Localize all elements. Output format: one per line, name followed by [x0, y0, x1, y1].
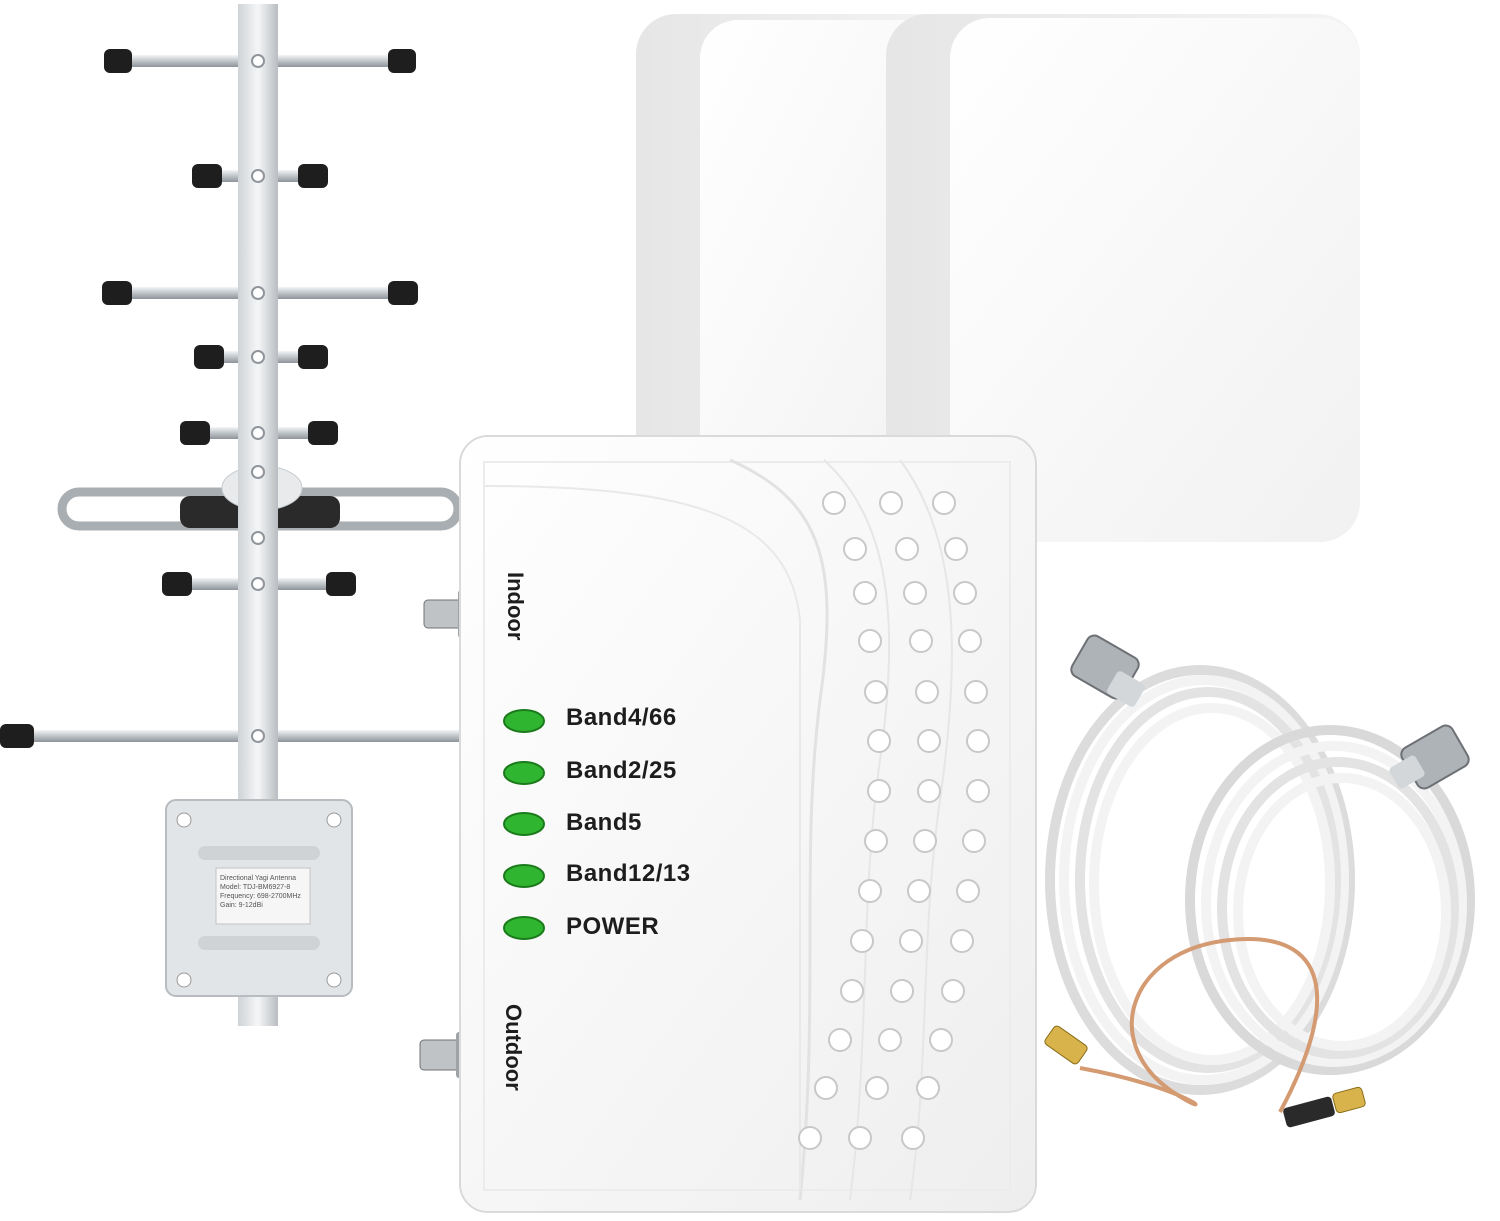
yagi-sticker-line3: Frequency: 698-2700MHz	[220, 893, 301, 900]
panel-antenna-right	[886, 14, 1360, 542]
yagi-sticker-line1: Directional Yagi Antenna	[220, 875, 297, 882]
yagi-sticker-line4: Gain: 9-12dBi	[220, 902, 263, 909]
indicator-label-band5: Band5	[566, 809, 642, 836]
led-band12-13	[503, 864, 545, 888]
indicator-label-band2-25: Band2/25	[566, 757, 677, 784]
vent-holes	[798, 491, 990, 1150]
n-connector-1	[1070, 634, 1145, 707]
port-label-outdoor: Outdoor	[501, 1004, 526, 1091]
led-band5	[503, 812, 545, 836]
yagi-sticker: Directional Yagi Antenna Model: TDJ-BM69…	[220, 874, 301, 910]
led-band2-25	[503, 761, 545, 785]
pigtail-cable	[1079, 937, 1320, 1113]
led-band4-66	[503, 709, 545, 733]
n-connector-2	[1389, 724, 1470, 790]
indicator-label-band4-66: Band4/66	[566, 704, 677, 731]
yagi-mount-bracket	[165, 799, 353, 997]
sma-connector-2	[1283, 1096, 1335, 1128]
yagi-sticker-line2: Model: TDJ-BM6927-8	[220, 884, 291, 891]
sma-connector-1	[1044, 1025, 1088, 1065]
port-label-indoor: Indoor	[503, 572, 528, 641]
indicator-label-power: POWER	[566, 913, 660, 940]
led-power	[503, 916, 545, 940]
status-leds	[503, 709, 545, 940]
indicator-label-band12-13: Band12/13	[566, 860, 691, 887]
